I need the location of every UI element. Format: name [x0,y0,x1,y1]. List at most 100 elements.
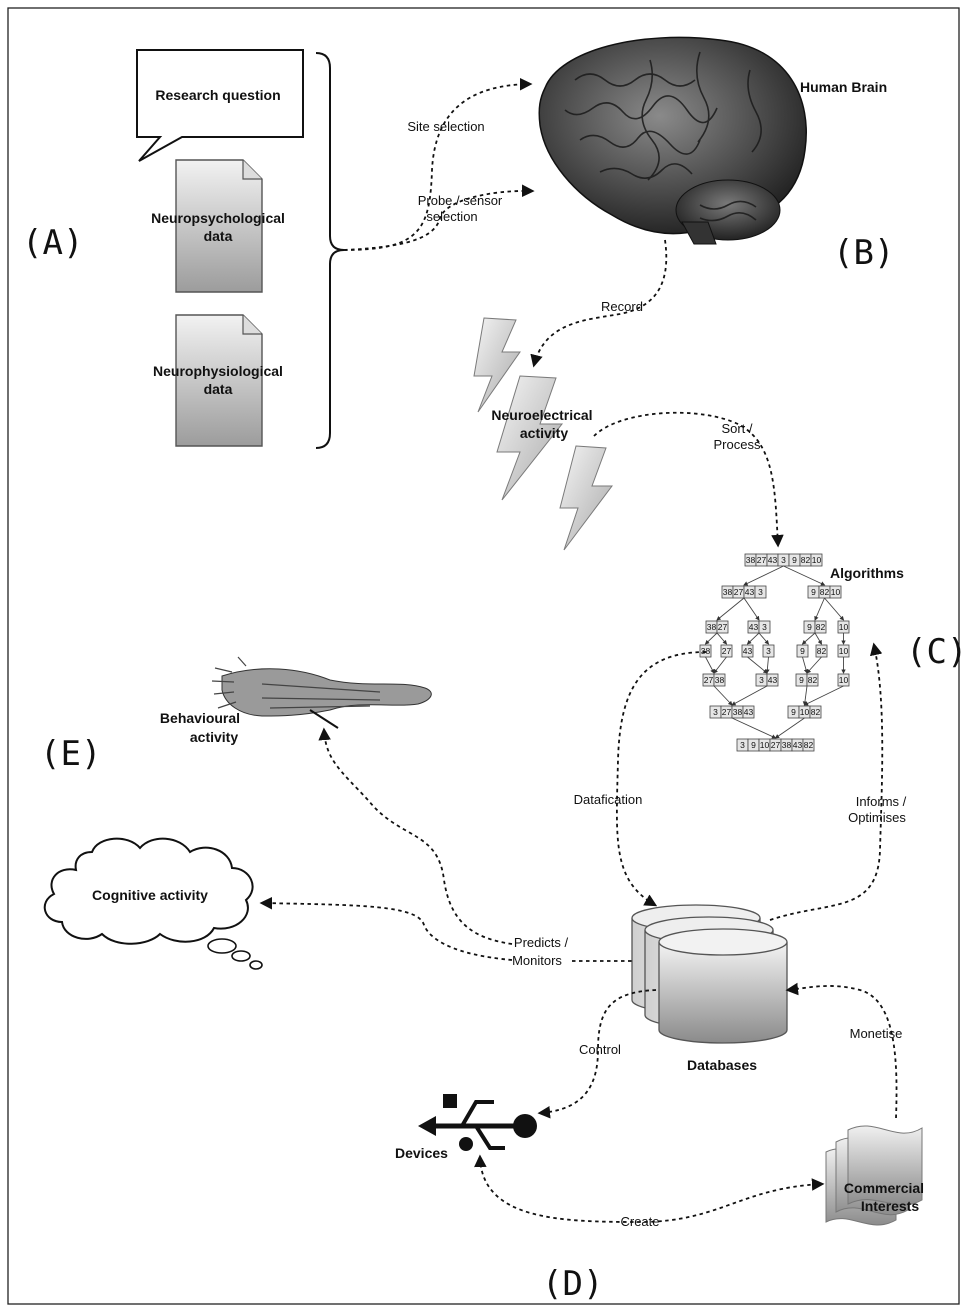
sort-cell-value: 38 [746,555,756,565]
sort-cell-value: 10 [831,587,841,597]
cognitive-activity-cloud [43,837,263,970]
sort-link [814,597,825,621]
sort-cell-value: 38 [733,707,743,717]
sort-link [731,717,777,739]
sort-cell-value: 10 [800,707,810,717]
sort-cell-value: 9 [791,707,796,717]
sort-cell-value: 10 [839,675,849,685]
predicts-monitors-label: Predicts /Monitors [512,935,568,968]
site-selection-label: Site selection [407,119,484,134]
behavioural-activity-image [211,656,432,729]
sort-process-label: Sort /Process [714,421,761,452]
human-brain-image [538,36,807,245]
sort-cell-value: 43 [744,707,754,717]
databases-icon [631,904,788,1044]
informs-optimises-label: Informs /Optimises [848,794,907,825]
sort-cell-value: 43 [749,622,759,632]
sort-cell [829,585,842,599]
sort-link [806,656,822,674]
monetise-label: Monetise [850,1026,903,1041]
sort-cell-value: 3 [781,555,786,565]
panel-label-d: (D) [542,1264,603,1304]
sort-cell [814,620,827,634]
sort-cell-value: 3 [740,740,745,750]
sort-link [731,685,768,706]
input-brace [315,52,345,449]
sort-cell-value: 27 [734,587,744,597]
sort-cell [713,673,726,687]
sort-link [713,685,733,706]
sort-link [774,717,805,739]
site-selection-arrow [343,77,533,251]
sort-link [765,656,770,674]
usb-devices-icon [418,1094,537,1151]
sort-link [802,656,809,674]
sort-cell-value: 43 [768,555,778,565]
sort-link [713,656,727,674]
datafication-arrow [616,651,707,907]
sort-cell [809,705,822,719]
sort-cell-value: 9 [811,587,816,597]
sort-cell-value: 82 [820,587,830,597]
sort-cell-value: 82 [804,740,814,750]
sort-link [803,685,844,706]
sort-cell-value: 38 [701,646,711,656]
sort-cell-value: 82 [808,675,818,685]
sort-cell-value: 3 [762,622,767,632]
sort-link [743,565,784,586]
sort-cell-value: 82 [801,555,811,565]
monetise-arrow [785,982,898,1119]
sort-cell [766,673,779,687]
sort-cell [810,553,823,567]
sort-cell-value: 27 [718,622,728,632]
sort-cell-value: 10 [812,555,822,565]
sort-link [814,632,822,645]
control-arrow [537,989,657,1119]
sort-cell [758,620,771,634]
sort-cell-value: 10 [839,622,849,632]
sort-cell-value: 9 [799,675,804,685]
sort-link [783,565,826,586]
sort-cell-value: 27 [722,707,732,717]
sort-link [824,597,845,621]
sort-cell [754,585,767,599]
sort-link [802,685,808,706]
panel-label-b: (B) [833,233,894,273]
sort-cell-value: 9 [807,622,812,632]
sort-cell-value: 10 [839,646,849,656]
sort-cell-value: 38 [715,675,725,685]
sort-cell-value: 43 [745,587,755,597]
sort-link [801,632,816,645]
neuroelectrical-activity-icon [473,317,613,551]
sort-cell-value: 82 [817,646,827,656]
sort-cell-value: 10 [760,740,770,750]
informs-optimises-arrow [769,642,884,921]
research-question-bubble: Research question [136,49,304,162]
sort-cell-value: 3 [713,707,718,717]
sort-link [746,632,760,645]
sort-cell [802,738,815,752]
record-arrow [530,239,668,368]
panel-label-c: (C) [906,632,967,672]
sort-link [758,632,770,645]
frame [7,7,960,1305]
sort-link [747,656,768,674]
sort-cell-value: 43 [743,646,753,656]
sort-cell-value: 43 [768,675,778,685]
probe-sensor-selection-arrow [343,184,535,251]
human-brain-label: Human Brain [800,79,887,95]
sort-cell [742,705,755,719]
sort-cell-value: 38 [782,740,792,750]
algorithms-label: Algorithms [830,565,904,581]
devices-label: Devices [395,1145,448,1161]
sort-cell-value: 27 [722,646,732,656]
sort-cell-value: 82 [816,622,826,632]
sort-cell-value: 27 [757,555,767,565]
control-label: Control [579,1042,621,1057]
